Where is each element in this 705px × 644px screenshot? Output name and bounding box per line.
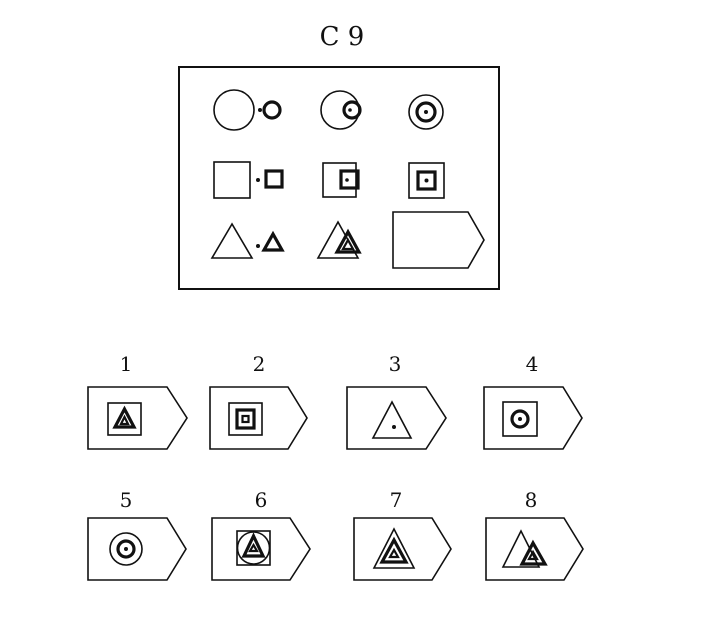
option-6[interactable]: 6 — [211, 488, 311, 581]
small-bold-triangle-shape — [261, 230, 285, 252]
dot-shape — [256, 244, 260, 248]
option-3[interactable]: 3 — [346, 352, 447, 450]
square-shape — [228, 402, 263, 436]
inner-triangle-shape — [527, 549, 539, 561]
bold-square-shape — [235, 408, 256, 430]
large-square-shape — [408, 162, 445, 199]
matrix-cell-r1c3 — [408, 94, 444, 130]
dot-shape — [424, 178, 429, 183]
matrix-cell-r3c1 — [210, 222, 285, 259]
matrix-cell-r2c3 — [408, 162, 445, 199]
option-frame — [211, 517, 311, 581]
bold-triangle-shape — [519, 539, 548, 566]
bold-triangle-shape — [241, 532, 266, 558]
large-circle-shape — [320, 90, 360, 130]
option-frame — [353, 517, 452, 581]
dot-shape — [424, 110, 428, 114]
option-frame — [346, 386, 447, 450]
puzzle-title: C 9 — [320, 22, 365, 52]
small-bold-square-shape — [264, 169, 284, 189]
option-frame — [209, 386, 308, 450]
triangle-shape — [501, 529, 541, 568]
option-number: 8 — [525, 488, 538, 512]
small-bold-circle-shape — [415, 101, 437, 123]
bold-triangle-shape — [112, 405, 137, 429]
dot-shape — [348, 108, 352, 112]
option-number: 3 — [389, 352, 402, 376]
dot-shape — [256, 178, 260, 182]
option-7[interactable]: 7 — [353, 488, 452, 581]
option-number: 6 — [255, 488, 268, 512]
large-triangle-shape — [210, 222, 254, 259]
option-number: 2 — [253, 352, 266, 376]
large-circle-shape — [213, 89, 255, 131]
option-8[interactable]: 8 — [485, 488, 584, 581]
circle-shape — [236, 531, 271, 565]
matrix-cell-r3c2 — [316, 220, 362, 259]
small-bold-circle-shape — [262, 100, 282, 120]
triangle-shape — [372, 527, 416, 569]
matrix-cell-r2c1 — [213, 161, 284, 199]
answer-options: 1 2 3 4 — [87, 352, 584, 581]
square-shape — [502, 401, 538, 437]
inner-triangle-shape — [119, 414, 130, 426]
small-bold-square-shape — [416, 170, 437, 191]
large-circle-shape — [408, 94, 444, 130]
inner-triangle-shape — [341, 237, 355, 251]
option-1[interactable]: 1 — [87, 352, 188, 450]
bold-circle-shape — [510, 409, 530, 429]
matrix-cell-r2c2 — [322, 162, 360, 198]
circle-shape — [109, 532, 143, 566]
option-frame — [485, 517, 584, 581]
option-number: 5 — [120, 488, 133, 512]
option-frame — [87, 386, 188, 450]
small-bold-triangle-shape — [334, 228, 362, 254]
matrix-cell-r1c2 — [320, 90, 362, 130]
large-square-shape — [213, 161, 251, 199]
option-5[interactable]: 5 — [87, 488, 187, 581]
matrix-cell-r1c1 — [213, 89, 282, 131]
inner-square-shape — [241, 414, 250, 424]
bold-circle-shape — [116, 539, 136, 559]
option-number: 1 — [120, 352, 133, 376]
dot-shape — [258, 108, 262, 112]
inner-triangle-shape — [388, 547, 400, 559]
small-bold-square-shape — [339, 169, 360, 190]
bold-triangle-shape — [379, 536, 409, 564]
option-number: 4 — [526, 352, 539, 376]
missing-cell-placeholder — [392, 211, 485, 269]
dot-shape — [124, 547, 128, 551]
option-frame — [483, 386, 583, 450]
option-frame — [87, 517, 187, 581]
puzzle-matrix — [178, 66, 500, 290]
option-2[interactable]: 2 — [209, 352, 308, 450]
option-4[interactable]: 4 — [483, 352, 583, 450]
dot-shape — [392, 425, 396, 429]
small-bold-circle-shape — [342, 100, 362, 120]
dot-shape — [345, 178, 349, 182]
square-shape — [107, 402, 142, 436]
dot-shape — [518, 417, 522, 421]
triangle-shape — [371, 400, 413, 439]
matrix-frame — [178, 66, 500, 290]
large-square-shape — [322, 162, 357, 198]
option-number: 7 — [390, 488, 403, 512]
inner-triangle-shape — [248, 542, 259, 553]
